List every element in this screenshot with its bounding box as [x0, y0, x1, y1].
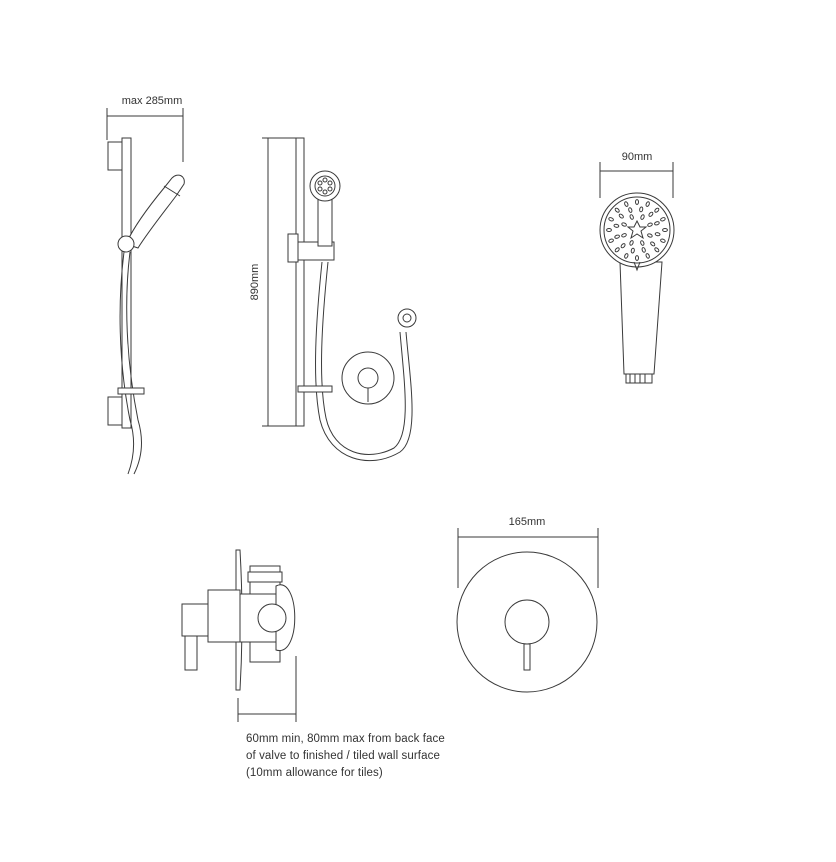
riser-rail: [121, 137, 132, 429]
spray-nozzle: [639, 206, 644, 213]
spray-nozzle: [640, 240, 645, 246]
front-valve-knob: [357, 367, 379, 389]
wall-outlet-elbow: [397, 308, 417, 328]
installation-note: 60mm min, 80mm max from back face of val…: [246, 731, 506, 782]
wallplate-lever: [523, 643, 531, 671]
spray-nozzle: [635, 199, 639, 205]
handset-head: [599, 192, 675, 268]
handset-handle: [619, 261, 663, 375]
height-dimension: 890mm: [249, 137, 300, 427]
handset-connector: [625, 373, 653, 384]
spray-nozzle: [621, 233, 627, 238]
height-dimension-label: 890mm: [249, 264, 261, 301]
projection-dimension: max 285mm: [106, 95, 184, 162]
spray-nozzle: [645, 201, 650, 207]
spray-nozzle: [660, 238, 666, 243]
spray-nozzles: [606, 199, 668, 261]
spray-nozzle: [614, 234, 620, 239]
side-handset: [125, 174, 185, 249]
spray-nozzle: [662, 228, 668, 232]
projection-dimension-label: max 285mm: [122, 95, 183, 107]
bottom-wall-bracket: [107, 396, 123, 426]
spray-nozzle: [608, 238, 614, 243]
front-view-shower-kit: 890mm: [249, 137, 417, 461]
front-riser-rail: [295, 137, 305, 427]
spray-nozzle: [620, 243, 626, 249]
valve-inlet: [181, 603, 209, 637]
spray-nozzle: [613, 223, 620, 228]
spray-nozzle: [650, 241, 656, 247]
valve-wallplate-front: 165mm: [456, 516, 599, 693]
spray-selector-tab: [633, 261, 641, 272]
side-view-shower-kit: max 285mm: [106, 95, 185, 475]
handset-width-dimension: 90mm: [599, 151, 674, 198]
spray-pattern-small: [317, 177, 333, 195]
spray-nozzle: [614, 247, 620, 253]
spray-nozzle: [654, 207, 660, 213]
spray-nozzle: [648, 211, 654, 217]
valve-depth-dimension: [237, 656, 297, 722]
spray-nozzle: [629, 240, 634, 246]
valve-body: [207, 589, 241, 643]
wallplate-diameter-dimension: 165mm: [457, 516, 599, 588]
valve-lower-pipe: [184, 635, 198, 671]
spray-nozzle: [647, 222, 653, 227]
slider-knob: [117, 235, 135, 253]
installation-note-line-3: (10mm allowance for tiles): [246, 767, 383, 779]
spray-nozzle: [624, 201, 629, 207]
spray-centre-star: [626, 219, 648, 240]
front-handset-head: [309, 170, 341, 202]
valve-bottom-cap: [249, 641, 281, 663]
spray-nozzle: [621, 222, 627, 227]
front-hose-retainer: [297, 385, 333, 393]
spray-nozzle: [635, 255, 639, 261]
spray-nozzle: [660, 217, 666, 222]
valve-side-section: [181, 549, 297, 722]
spray-nozzle: [640, 214, 645, 220]
spray-nozzle: [645, 253, 650, 259]
spray-nozzle: [606, 228, 612, 232]
spray-nozzle: [618, 213, 624, 219]
spray-nozzle: [641, 247, 646, 253]
spray-nozzle: [628, 207, 633, 213]
spray-nozzle: [654, 221, 660, 226]
side-hose-retainer: [117, 387, 145, 395]
spray-nozzle: [614, 207, 620, 213]
handset-detail: 90mm: [599, 151, 675, 384]
installation-note-line-2: of valve to finished / tiled wall surfac…: [246, 750, 440, 762]
spray-nozzle: [608, 217, 614, 222]
valve-knob-side: [257, 603, 287, 633]
spray-nozzle: [654, 247, 660, 253]
top-wall-bracket: [107, 141, 123, 171]
installation-note-line-1: 60mm min, 80mm max from back face: [246, 733, 445, 745]
spray-nozzle: [654, 232, 661, 237]
wallplate-diameter-label: 165mm: [509, 516, 546, 528]
spray-nozzle: [629, 214, 634, 220]
handset-width-label: 90mm: [622, 151, 653, 163]
spray-nozzle: [647, 233, 653, 238]
spray-nozzle: [630, 247, 635, 254]
wallplate-knob: [504, 599, 550, 645]
spray-nozzle: [624, 253, 629, 259]
front-handset-handle: [317, 195, 333, 247]
front-hose: [315, 261, 413, 461]
